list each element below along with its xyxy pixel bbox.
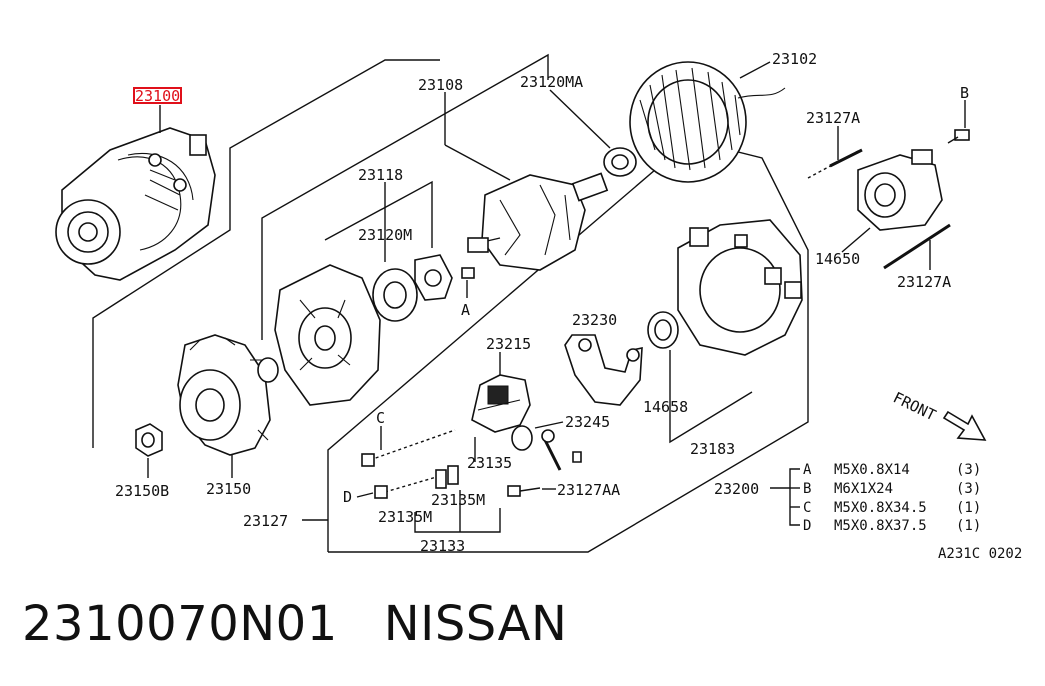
bolt-size-a: M5X0.8X14 [834,462,910,478]
pulley [177,334,271,456]
label-23183[interactable]: 23183 [690,440,735,458]
rotor [467,172,609,271]
screw-D [374,475,441,499]
bolt-letter-c: C [803,500,811,516]
through-bolt-bottom [883,223,951,270]
label-23200[interactable]: 23200 [714,480,759,498]
label-23127AA[interactable]: 23127AA [557,481,620,499]
label-23135M-b[interactable]: 23135M [378,508,432,526]
front-label: FRONT [890,388,938,424]
brush-holder [564,334,643,406]
screw-B [947,129,970,144]
caption: 2310070N01 NISSAN [22,596,567,666]
label-23135M-a[interactable]: 23135M [431,491,485,509]
bolt-letter-b: B [803,481,811,497]
label-23120MA[interactable]: 23120MA [520,73,583,91]
label-23230[interactable]: 23230 [572,311,617,329]
rear-cover [677,219,803,356]
label-23127A-bottom[interactable]: 23127A [897,273,951,291]
label-23102[interactable]: 23102 [772,50,817,68]
label-23135[interactable]: 23135 [467,454,512,472]
screw-23127AA [507,485,541,497]
label-A[interactable]: A [461,301,470,319]
label-C[interactable]: C [376,409,385,427]
stator [629,61,786,183]
through-bolt-top [807,148,863,179]
label-23150B[interactable]: 23150B [115,482,169,500]
assembly-outline [92,53,809,553]
bearing-23120MA [603,147,637,177]
label-23127A-top[interactable]: 23127A [806,109,860,127]
exploded-parts-diagram: 23100 23108 23120MA 23102 23127A B [55,50,1022,562]
label-D[interactable]: D [343,488,352,506]
alternator-assembly [55,105,216,281]
label-23100[interactable]: 23100 [135,87,180,105]
bolt-qty-b: (3) [956,481,981,497]
retainer-plate [414,254,453,301]
bolt-qty-c: (1) [956,500,981,516]
label-23133[interactable]: 23133 [420,537,465,555]
bolt-letter-a: A [803,462,812,478]
seal-14658 [647,311,679,349]
label-23215[interactable]: 23215 [486,335,531,353]
screw-A [461,267,475,279]
bolt-table: A M5X0.8X14 (3) B M6X1X24 (3) C M5X0.8X3… [803,462,981,534]
bolt-qty-a: (3) [956,462,981,478]
screw-C [361,429,456,467]
part-number: 2310070N01 [22,596,338,652]
label-23120M[interactable]: 23120M [358,226,412,244]
label-14650[interactable]: 14650 [815,250,860,268]
pulley-nut [135,423,163,457]
bolt-size-d: M5X0.8X37.5 [834,518,927,534]
brushes [435,465,459,489]
terminal-23245 [511,425,582,471]
brand-name: NISSAN [383,596,568,652]
front-bracket [274,264,381,406]
bolt-qty-d: (1) [956,518,981,534]
bolt-size-b: M6X1X24 [834,481,893,497]
label-14658[interactable]: 14658 [643,398,688,416]
label-23118[interactable]: 23118 [358,166,403,184]
label-B[interactable]: B [960,84,969,102]
label-23245[interactable]: 23245 [565,413,610,431]
bolt-size-c: M5X0.8X34.5 [834,500,927,516]
spacer-ring [257,357,279,383]
rear-cover-14650 [857,149,943,231]
front-arrow: FRONT [890,388,987,441]
bearing-23120M [372,268,418,322]
bolt-letter-d: D [803,518,811,534]
diagram-code: A231C 0202 [938,546,1022,562]
part-23100-highlight [133,87,182,104]
label-23108[interactable]: 23108 [418,76,463,94]
regulator [471,374,531,433]
label-23150[interactable]: 23150 [206,480,251,498]
label-23127[interactable]: 23127 [243,512,288,530]
